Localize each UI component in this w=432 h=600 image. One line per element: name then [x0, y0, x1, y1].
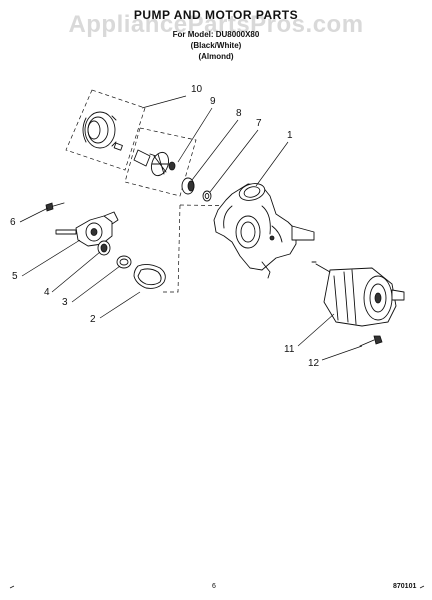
part-10-housing — [82, 111, 123, 151]
part-11-motor — [311, 261, 405, 327]
callout-4: 4 — [44, 287, 50, 298]
dashed-assembly-bracket — [160, 204, 247, 293]
model-line: For Model: DU8000X80 — [172, 30, 260, 39]
callout-1: 1 — [287, 130, 293, 141]
leader-2 — [99, 291, 141, 319]
leader-8 — [191, 119, 239, 181]
part-1-pump-housing — [213, 183, 315, 279]
leader-10 — [141, 95, 187, 109]
document-number: 870101 — [393, 583, 417, 590]
callout-8: 8 — [236, 108, 242, 119]
part-2-o-ring — [133, 263, 166, 289]
dashed-box-part-10 — [65, 89, 146, 171]
leader-1 — [255, 141, 289, 187]
color-variant-2: (Almond) — [198, 52, 234, 61]
part-6-screw — [45, 202, 65, 212]
page-number: 6 — [212, 583, 216, 590]
callout-11: 11 — [284, 344, 295, 355]
callout-2: 2 — [90, 314, 96, 325]
part-3-ring — [116, 255, 132, 269]
callout-6: 6 — [10, 217, 16, 228]
part-9-impeller — [133, 149, 176, 177]
watermark: AppliancePartsPros.com — [68, 11, 364, 38]
dashed-box-part-9 — [124, 127, 197, 197]
leader-12 — [321, 345, 363, 361]
callout-12: 12 — [308, 358, 320, 369]
leader-11 — [297, 313, 335, 347]
part-7-ring — [202, 190, 212, 202]
leader-5 — [21, 239, 81, 277]
leader-4 — [51, 251, 101, 293]
corner-mark-right — [419, 585, 425, 589]
callout-9: 9 — [210, 96, 216, 107]
callout-5: 5 — [12, 271, 18, 282]
part-5-cover — [55, 211, 119, 247]
part-8-seal — [181, 177, 195, 195]
callout-3: 3 — [62, 297, 68, 308]
color-variant-1: (Black/White) — [190, 41, 242, 50]
diagram-title: PUMP AND MOTOR PARTS — [133, 8, 299, 22]
part-4-gasket — [97, 240, 111, 256]
leader-6 — [19, 207, 49, 223]
leader-9 — [177, 107, 213, 163]
part-12-screw — [359, 335, 383, 347]
callout-7: 7 — [256, 118, 262, 129]
leader-7 — [209, 129, 259, 193]
corner-mark-left — [9, 585, 15, 589]
callout-10: 10 — [191, 84, 203, 95]
leader-3 — [71, 265, 121, 303]
